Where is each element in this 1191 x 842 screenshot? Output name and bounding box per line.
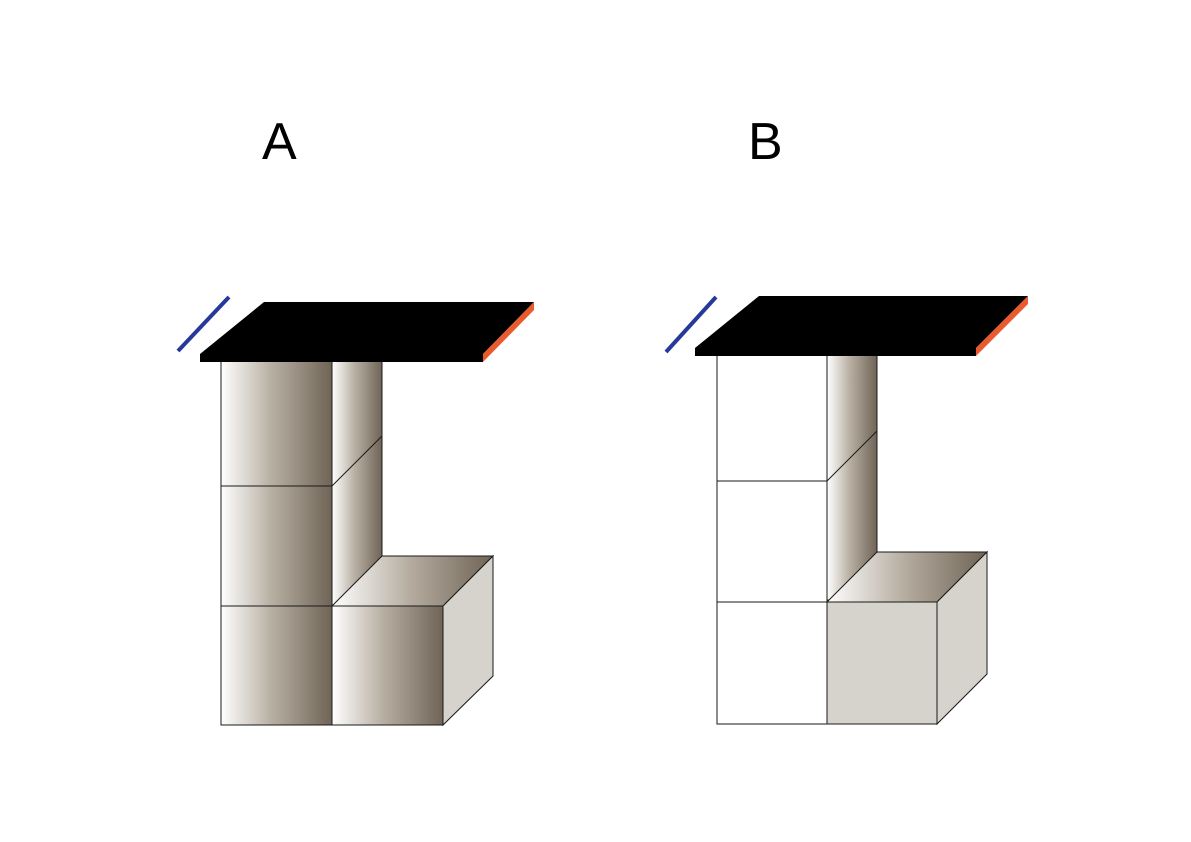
figure-a-cube-right-front xyxy=(331,605,444,726)
figure-a xyxy=(176,295,534,727)
figure-a-cube-left-bottom xyxy=(220,605,333,726)
figure-a-platform-front xyxy=(200,354,483,362)
figure-b-cube-right-front xyxy=(826,601,938,725)
figure-b-platform-front xyxy=(695,348,976,356)
figure-b-platform xyxy=(695,296,1028,348)
figure-b-cube-left-middle xyxy=(716,480,828,603)
figure-a-platform xyxy=(200,302,534,354)
figure-b-cube-left-bottom xyxy=(716,601,828,725)
figure-a-back-column-edge xyxy=(331,435,383,487)
figure-a-left-edge-marker xyxy=(176,295,231,353)
figure-b-left-edge-marker xyxy=(664,295,718,354)
figure-a-right-edge-marker xyxy=(483,302,534,362)
figure-a-label: A xyxy=(262,113,297,171)
figure-b-back-column-edge xyxy=(826,430,878,482)
figure-a-cube-left-middle xyxy=(220,485,333,607)
figure-b-label: B xyxy=(748,113,783,171)
figure-b-cube-left-top xyxy=(716,354,828,482)
figure-a-cube-left-top xyxy=(220,359,333,487)
figure-b xyxy=(664,295,1028,726)
figure-b-right-edge-marker xyxy=(976,296,1028,356)
